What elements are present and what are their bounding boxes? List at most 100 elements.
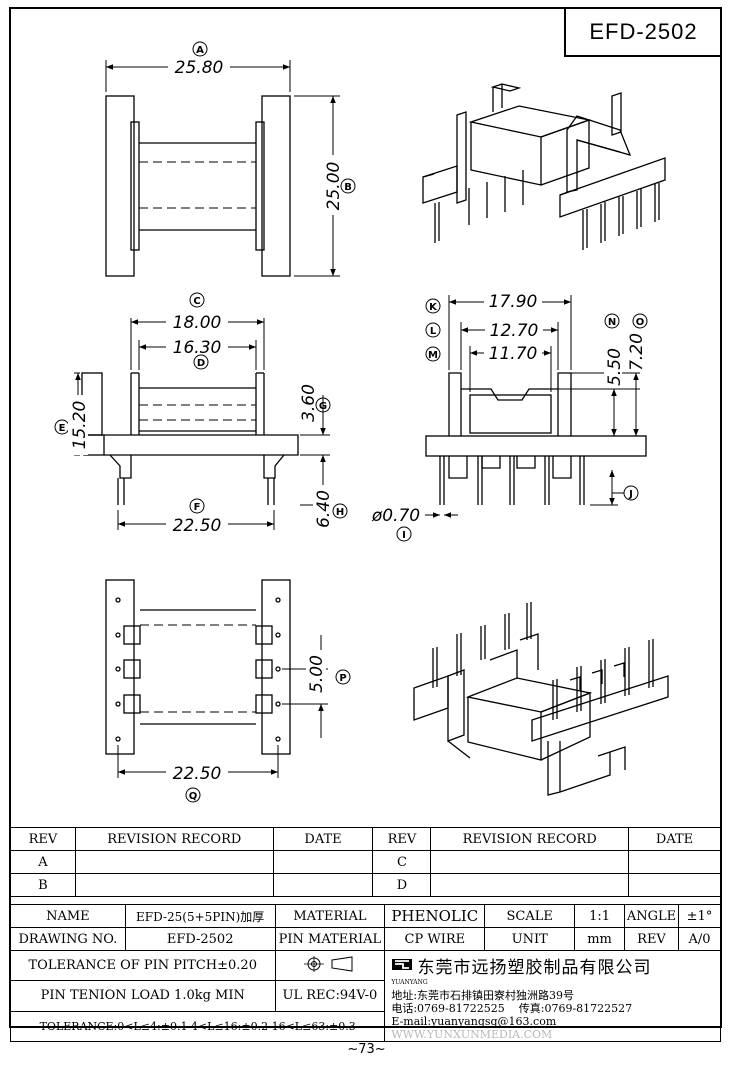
revision-record-header-1: REVISION RECORD xyxy=(74,827,274,851)
dim-E: E 15.20 xyxy=(54,395,90,455)
dim-F: F 22.50 xyxy=(166,498,228,536)
company-address: 地址:东莞市石排镇田寮村独洲路39号 xyxy=(391,989,575,1002)
company-contact: 电话:0769-81722525 传真:0769-81722527 xyxy=(391,1002,720,1015)
date-header-2: DATE xyxy=(628,827,721,851)
dim-Q: 22.50 Q xyxy=(166,764,228,803)
rev-cell: B xyxy=(10,873,76,897)
revision-record-header-2: REVISION RECORD xyxy=(430,827,630,851)
dim-G-value: 3.60 xyxy=(299,384,319,422)
general-tolerance: TOLERANCE:0<L≤4:±0.1 4<L≤16:±0.2 16<L≤63… xyxy=(9,1010,386,1043)
company-logo-icon xyxy=(391,958,413,974)
revision-header-row: REV REVISION RECORD DATE REV REVISION RE… xyxy=(10,827,721,851)
pin-material-label: PIN MATERIAL xyxy=(274,927,386,951)
record-cell xyxy=(430,873,630,897)
dim-L-label: L xyxy=(430,326,437,337)
dim-C-value: 18.00 xyxy=(173,313,222,333)
dim-I-value: ø0.70 xyxy=(371,506,420,526)
dim-K: K 17.90 xyxy=(425,292,542,314)
dim-O: O 7.20 xyxy=(626,313,648,371)
material-value: PHENOLIC xyxy=(384,904,486,928)
projection-symbol xyxy=(274,949,386,982)
company-email-line: E-mail:yuanyangsg@163.com WWW.YUNXUNMEDI… xyxy=(391,1015,720,1041)
rev-cell: D xyxy=(372,873,432,897)
dim-J-label: J xyxy=(628,489,633,500)
rev-cell: A xyxy=(10,850,76,874)
dim-D-label: D xyxy=(197,358,205,369)
dim-O-value: 7.20 xyxy=(627,333,647,371)
dim-P: 5.00 P xyxy=(306,650,351,696)
rev-value: A/0 xyxy=(677,927,722,951)
date-header-1: DATE xyxy=(272,827,374,851)
dim-Q-value: 22.50 xyxy=(173,764,222,784)
dim-G-label: G xyxy=(319,401,327,412)
company-info: 东莞市远扬塑胶制品有限公司 YUANYANG 地址:东莞市石排镇田寮村独洲路39… xyxy=(384,950,721,1042)
pin-tension-load: PIN TENION LOAD 1.0kg MIN xyxy=(10,980,276,1012)
angle-value: ±1° xyxy=(677,904,722,928)
dim-Q-label: Q xyxy=(189,791,198,802)
first-angle-projection-icon xyxy=(303,955,353,972)
dim-N-value: 5.50 xyxy=(605,348,625,386)
company-name: 东莞市远扬塑胶制品有限公司 xyxy=(417,958,652,978)
drawing-no-value: EFD-2502 xyxy=(124,927,276,951)
rev-label: REV xyxy=(624,927,679,951)
dim-B-value: 25.00 xyxy=(324,162,344,211)
dim-B-label: B xyxy=(344,182,352,193)
dim-E-value: 15.20 xyxy=(70,401,90,450)
dim-M: M 11.70 xyxy=(425,344,542,364)
side-view xyxy=(425,295,647,518)
record-cell xyxy=(74,873,274,897)
isometric-view-top xyxy=(422,83,666,250)
title-row-3: TOLERANCE OF PIN PITCH±0.20 东莞市远扬塑胶制品有限公… xyxy=(10,949,721,1042)
dim-F-label: F xyxy=(194,502,201,513)
name-value: EFD-25(5+5PIN)加厚 xyxy=(124,904,276,928)
dim-L: L 12.70 xyxy=(425,321,543,341)
dim-A-label: A xyxy=(196,45,204,56)
table-row: A C xyxy=(10,850,721,874)
tolerance-pin-pitch: TOLERANCE OF PIN PITCH±0.20 xyxy=(10,949,276,982)
top-view xyxy=(105,60,340,277)
dim-H-label: H xyxy=(336,507,344,518)
dim-K-label: K xyxy=(429,302,438,313)
company-phone: 电话:0769-81722525 xyxy=(391,1002,505,1015)
title-row-1: NAME EFD-25(5+5PIN)加厚 MATERIAL PHENOLIC … xyxy=(10,904,722,928)
dim-E-label: E xyxy=(59,423,66,434)
title-row-2: DRAWING NO. EFD-2502 PIN MATERIAL CP WIR… xyxy=(10,927,722,951)
date-cell xyxy=(272,873,374,897)
ul-rec: UL REC:94V-0 xyxy=(274,980,386,1012)
dim-A-value: 25.80 xyxy=(175,58,224,78)
date-cell xyxy=(272,850,374,874)
record-cell xyxy=(430,850,630,874)
dim-F-value: 22.50 xyxy=(173,516,222,536)
dim-J: J xyxy=(612,485,639,501)
name-label: NAME xyxy=(10,904,126,928)
pin-material-value: CP WIRE xyxy=(384,927,486,951)
rev-cell: C xyxy=(372,850,432,874)
dim-K-value: 17.90 xyxy=(489,292,538,312)
dim-N: N 5.50 xyxy=(604,313,625,386)
dim-P-label: P xyxy=(339,673,346,684)
record-cell xyxy=(74,850,274,874)
dim-C-label: C xyxy=(193,296,200,307)
dim-I-label: I xyxy=(402,530,406,541)
dim-C: C 18.00 xyxy=(166,292,228,333)
watermark: WWW.YUNXUNMEDIA.COM xyxy=(391,1028,553,1041)
scale-label: SCALE xyxy=(484,904,576,928)
material-label: MATERIAL xyxy=(274,904,386,928)
dim-L-value: 12.70 xyxy=(490,321,539,341)
dim-N-label: N xyxy=(608,317,616,328)
angle-label: ANGLE xyxy=(624,904,679,928)
dim-B: 25.00 B xyxy=(323,155,356,215)
bottom-view xyxy=(105,579,328,778)
dim-D: 16.30 D xyxy=(166,338,228,370)
dim-M-label: M xyxy=(428,350,438,361)
company-email: E-mail:yuanyangsg@163.com xyxy=(391,1015,557,1028)
dim-O-label: O xyxy=(636,317,645,328)
dim-D-value: 16.30 xyxy=(173,338,222,358)
page-number: ~73~ xyxy=(347,1042,386,1057)
dim-H-value: 6.40 xyxy=(314,490,334,528)
company-fax: 传真:0769-81722527 xyxy=(518,1002,633,1015)
dim-M-value: 11.70 xyxy=(489,344,538,364)
drawing-title: EFD-2502 xyxy=(564,8,721,57)
logo-text: YUANYANG xyxy=(391,979,428,986)
